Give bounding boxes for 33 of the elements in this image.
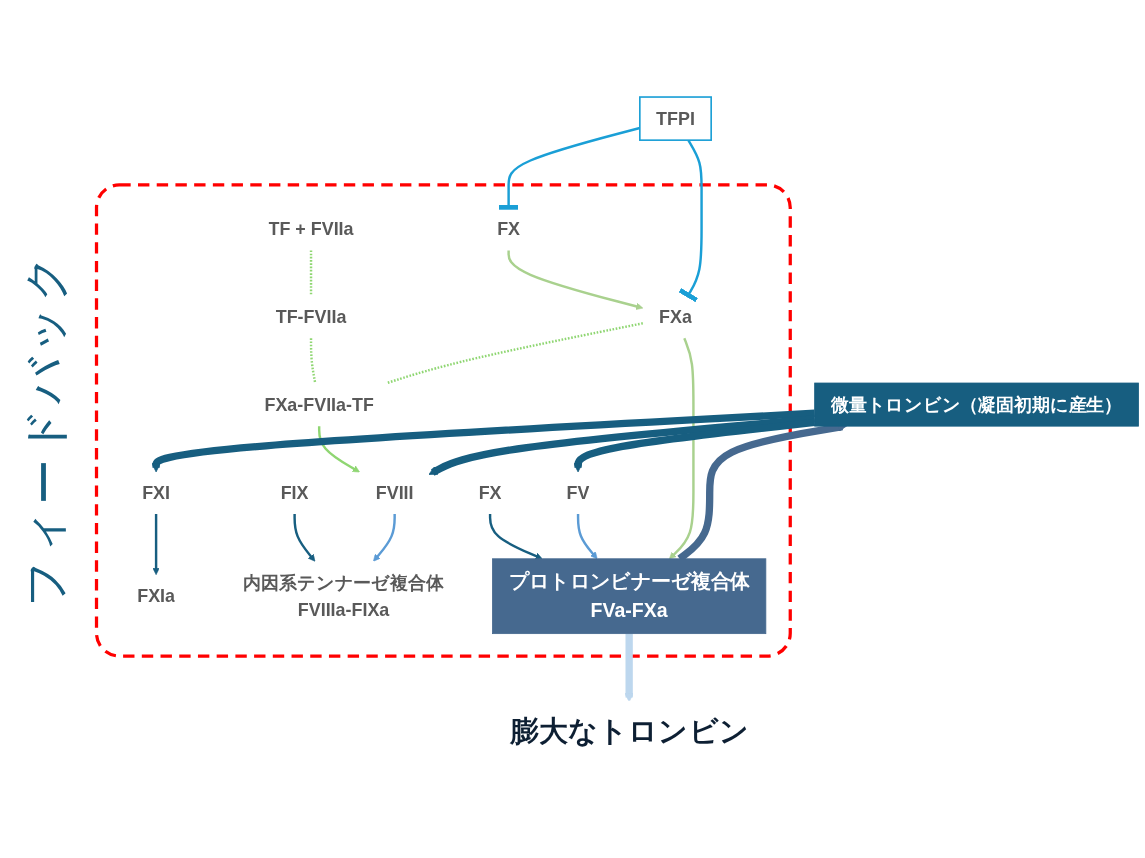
arrow (317, 426, 360, 473)
node-text: FX (478, 482, 502, 503)
connector (386, 322, 644, 385)
arrow (152, 514, 160, 575)
node-text: FXa (659, 306, 692, 327)
node-text: FXI (142, 482, 171, 503)
arrow (428, 415, 815, 476)
node-box: 微量トロンビン（凝固初期に産生） (814, 382, 1139, 427)
node-text: FIX (280, 482, 309, 503)
node-text: FXIa (137, 586, 175, 607)
node-text: FXa-FVIIa-TF (264, 394, 374, 415)
connector (309, 250, 313, 296)
node-text: FVIII (375, 482, 414, 503)
node-box: プロトロンビナーゼ複合体 FVa-FXa (492, 558, 767, 635)
node-text: 内因系テンナーゼ複合体 FVIIIa-FIXa (243, 572, 444, 620)
node-text: FV (566, 482, 590, 503)
arrow (507, 250, 644, 310)
arrow (488, 514, 543, 560)
arrow (373, 514, 396, 562)
vertical-label: フィードバック (19, 251, 71, 607)
arrow (624, 633, 634, 703)
cluster (94, 183, 792, 658)
node-text: 膨大なトロンビン (509, 713, 749, 748)
connector (309, 338, 317, 384)
arrow (293, 514, 316, 562)
connector (678, 139, 703, 303)
node-text: TF + FVIIa (268, 218, 354, 240)
arrow (151, 409, 815, 473)
arrow (576, 514, 598, 560)
node-text: FX (497, 218, 521, 240)
node-box: TFPI (639, 96, 712, 141)
node-text: TF-FVIIa (275, 306, 347, 327)
arrow (669, 337, 695, 560)
